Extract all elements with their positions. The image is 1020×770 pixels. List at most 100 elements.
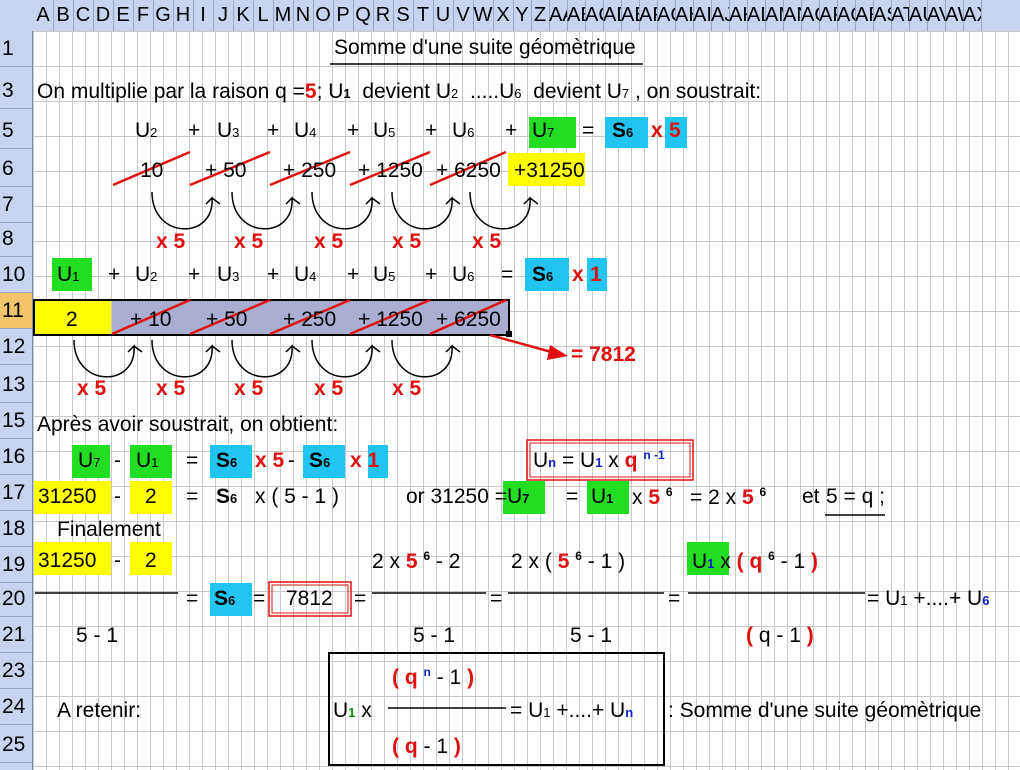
column-header[interactable]: AP [819, 0, 838, 31]
row-header[interactable]: 15 [0, 403, 32, 439]
column-header[interactable]: AM [765, 0, 784, 31]
row16-minus: - [114, 449, 121, 472]
column-header[interactable]: R [373, 0, 394, 31]
column-header[interactable]: AD [603, 0, 622, 31]
row15-text: Après avoir soustrait, on obtient: [37, 413, 339, 436]
column-header[interactable]: J [213, 0, 234, 31]
row-header[interactable]: 21 [0, 617, 32, 653]
row-header[interactable]: 8 [0, 221, 32, 257]
column-header[interactable]: E [113, 0, 134, 31]
column-header[interactable]: U [433, 0, 454, 31]
column-header[interactable]: AG [657, 0, 676, 31]
row18-finalement: Finalement [57, 518, 161, 541]
column-header[interactable]: O [313, 0, 334, 31]
column-header[interactable]: T [413, 0, 434, 31]
row3-text: On multiplie par la raison q =5; U1 devi… [37, 80, 762, 103]
row-header[interactable]: 12 [0, 329, 32, 365]
column-header[interactable]: H [173, 0, 194, 31]
column-header[interactable]: M [273, 0, 294, 31]
column-header[interactable]: AA [549, 0, 568, 31]
row-header[interactable]: 18 [0, 511, 32, 547]
row5-u6: U6 [452, 119, 475, 142]
row19-minus: - [114, 549, 121, 572]
column-header[interactable]: L [253, 0, 274, 31]
row20-sum[interactable]: 7812 [286, 587, 333, 610]
column-header[interactable]: S [393, 0, 414, 31]
row-header[interactable]: 25 [0, 727, 32, 763]
row-header[interactable]: 10 [0, 257, 32, 293]
column-header[interactable]: F [133, 0, 154, 31]
column-header[interactable]: AT [891, 0, 910, 31]
column-header[interactable]: AR [855, 0, 874, 31]
cell-s6-fill [605, 117, 648, 148]
row-header[interactable]: 7 [0, 187, 32, 223]
row-header[interactable]: 1 [0, 31, 32, 67]
cell-u1-fill [52, 258, 92, 291]
row11-value[interactable]: + 10 [130, 308, 172, 331]
cell-2-fill[interactable] [34, 300, 111, 335]
row10-u5: U5 [373, 263, 396, 286]
cell-1b-fill [368, 445, 388, 478]
column-header[interactable]: X [493, 0, 514, 31]
column-header[interactable]: AE [621, 0, 640, 31]
general-term-formula: Un = U1 x q n -1 [533, 448, 665, 472]
column-header[interactable]: N [293, 0, 314, 31]
row5-plus: + [505, 119, 518, 142]
retenir-numerator: ( q n - 1 ) [392, 665, 475, 689]
column-header[interactable]: AO [801, 0, 820, 31]
row11-value[interactable]: + 250 [283, 308, 337, 331]
row-header[interactable]: 19 [0, 547, 32, 583]
column-header[interactable]: AL [747, 0, 766, 31]
column-header[interactable]: AS [873, 0, 892, 31]
column-header[interactable]: AW [945, 0, 964, 31]
column-header[interactable]: C [73, 0, 94, 31]
column-header[interactable]: AK [729, 0, 748, 31]
column-header[interactable]: AQ [837, 0, 856, 31]
column-header[interactable]: AC [585, 0, 604, 31]
row11-value[interactable]: + 50 [206, 308, 248, 331]
column-header[interactable]: AJ [711, 0, 730, 31]
column-header[interactable]: AX [963, 0, 982, 31]
column-header[interactable]: Z [531, 0, 550, 31]
row-header[interactable]: 20 [0, 581, 32, 617]
column-header[interactable]: A [33, 0, 54, 31]
row5-u7: U7 [532, 119, 555, 142]
column-header[interactable]: AN [783, 0, 802, 31]
row11-value[interactable]: + 1250 [358, 308, 423, 331]
row-header[interactable]: 17 [0, 475, 32, 511]
column-header[interactable]: AV [927, 0, 946, 31]
row-header[interactable]: 23 [0, 653, 32, 689]
frac1-denominator: 5 - 1 [76, 624, 119, 647]
column-header[interactable]: K [233, 0, 254, 31]
row11-value[interactable]: + 6250 [436, 308, 501, 331]
row11-value[interactable]: 2 [66, 308, 78, 331]
column-header[interactable]: P [333, 0, 354, 31]
column-header[interactable]: AI [693, 0, 712, 31]
row6-value: + 250 [283, 159, 337, 182]
column-header[interactable]: B [53, 0, 74, 31]
row17-u1: U1 [591, 485, 614, 508]
cell-31250b-fill [34, 481, 111, 514]
row-header[interactable]: 13 [0, 367, 32, 403]
mult-label: x 5 [156, 377, 186, 400]
row-header[interactable]: 16 [0, 439, 32, 475]
column-header[interactable]: AF [639, 0, 658, 31]
column-header[interactable]: AH [675, 0, 694, 31]
row-header[interactable]: 6 [0, 151, 32, 187]
column-header[interactable]: W [473, 0, 494, 31]
column-header[interactable]: Q [353, 0, 374, 31]
title-cell[interactable]: Somme d'une suite géomètrique [334, 36, 636, 59]
row-header[interactable]: 24 [0, 689, 32, 725]
column-header[interactable]: I [193, 0, 214, 31]
column-header[interactable]: V [453, 0, 474, 31]
column-header[interactable]: D [93, 0, 114, 31]
column-header[interactable]: AU [909, 0, 928, 31]
row-header[interactable]: 5 [0, 113, 32, 149]
column-header[interactable]: G [153, 0, 174, 31]
column-header[interactable]: Y [513, 0, 532, 31]
column-header[interactable]: AB [567, 0, 586, 31]
row17-x-paren: x ( 5 - 1 ) [255, 485, 340, 508]
row-header[interactable]: 3 [0, 73, 32, 109]
row-header[interactable]: 11 [0, 293, 32, 329]
